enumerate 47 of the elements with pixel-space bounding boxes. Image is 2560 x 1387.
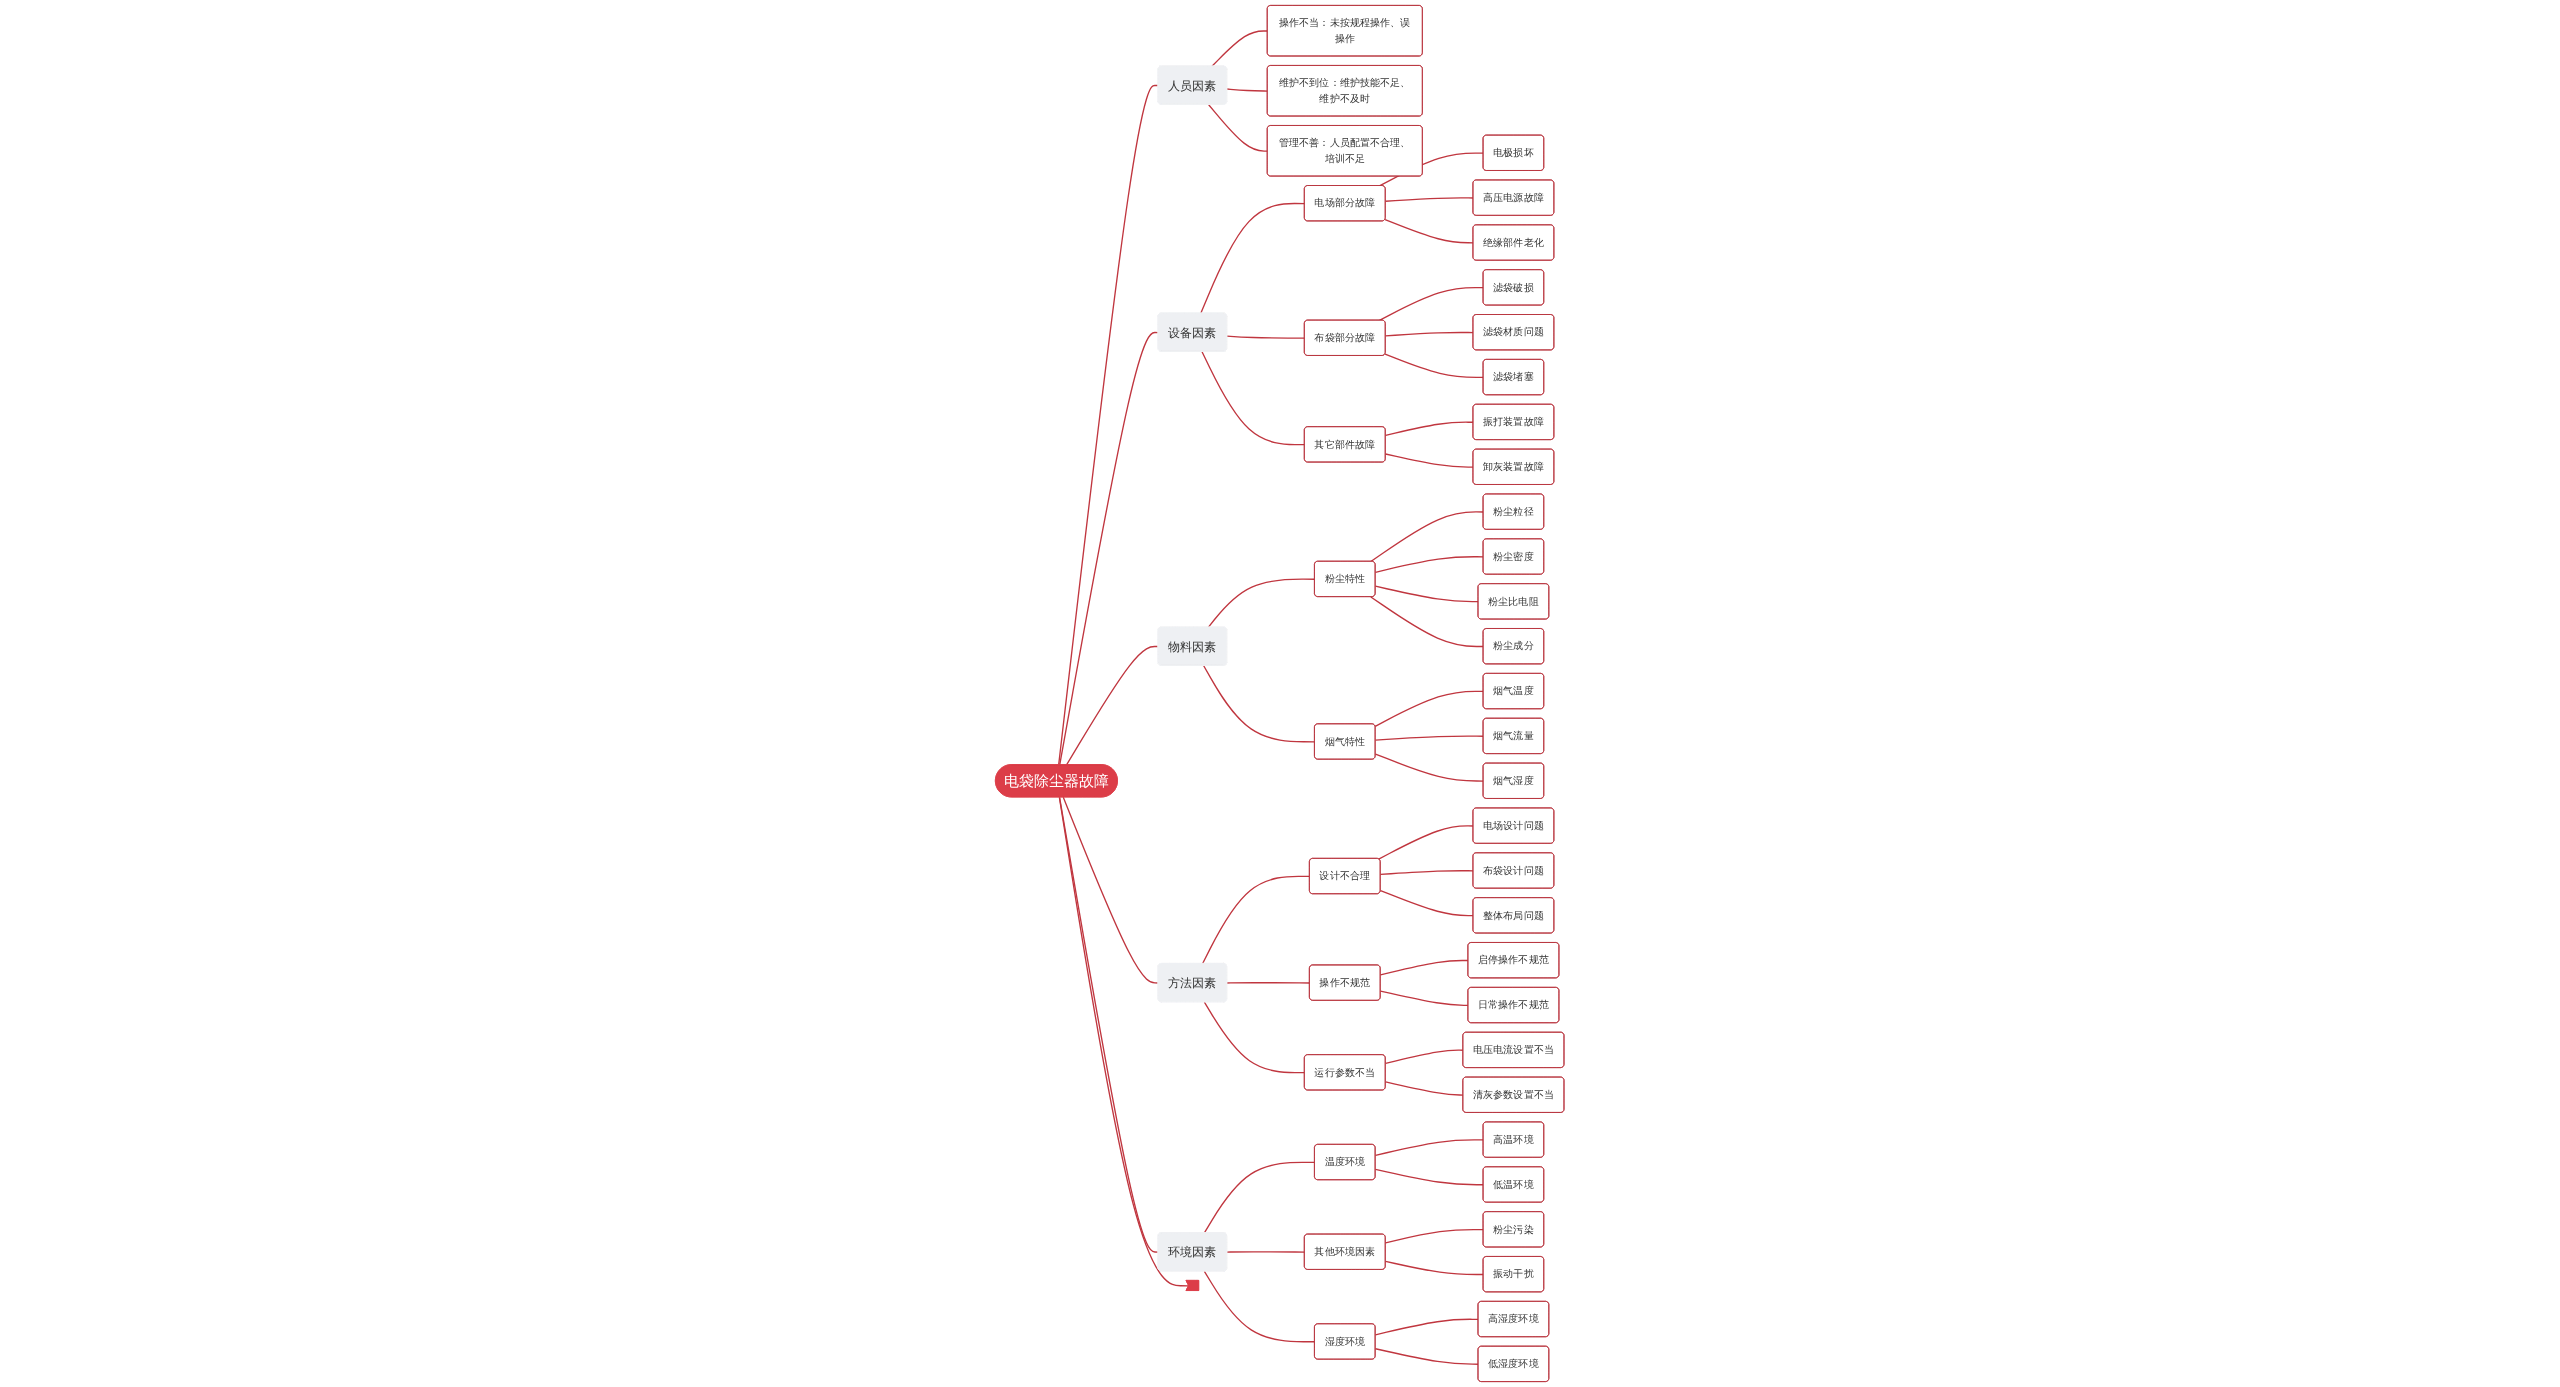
connector [1375,735,1485,741]
connector [1385,453,1475,468]
connector [1375,1318,1480,1336]
connector [1226,982,1311,984]
connector [1226,335,1306,339]
connector [1375,585,1480,603]
connector [1059,796,1160,1253]
connector [1059,331,1160,766]
connector [1375,753,1485,782]
connector [1201,351,1306,446]
connector [1385,1081,1465,1096]
connector [1204,1270,1316,1343]
connector [1375,1168,1485,1186]
connector [1066,645,1160,766]
connector [1379,286,1485,322]
connector [1208,104,1269,152]
connector [1375,1348,1480,1365]
connector [1204,1001,1306,1074]
connector [1202,875,1311,965]
connector [1211,30,1269,67]
connector [1204,1161,1316,1234]
connector [1384,353,1485,379]
connector [1062,796,1160,984]
connector [1226,1251,1306,1253]
connector [1385,421,1475,437]
connector [1385,197,1475,202]
connector [1385,331,1475,337]
connector [1374,690,1485,727]
connector [1375,1139,1485,1157]
connector [1385,1260,1485,1276]
connector [1375,556,1485,573]
connector [1203,665,1316,743]
connector [1384,218,1475,244]
connector [1200,202,1306,314]
connector [1378,825,1475,860]
connector [1059,796,1190,1287]
connector [1370,596,1485,648]
connector [1380,870,1475,876]
connector [1226,88,1269,92]
connector [1380,959,1470,976]
connector [1370,511,1485,563]
connector [1385,1049,1465,1065]
connector [1058,84,1160,766]
connector [1380,889,1475,917]
connector [1207,578,1316,628]
connector [1385,1228,1485,1244]
connector [1380,990,1470,1007]
